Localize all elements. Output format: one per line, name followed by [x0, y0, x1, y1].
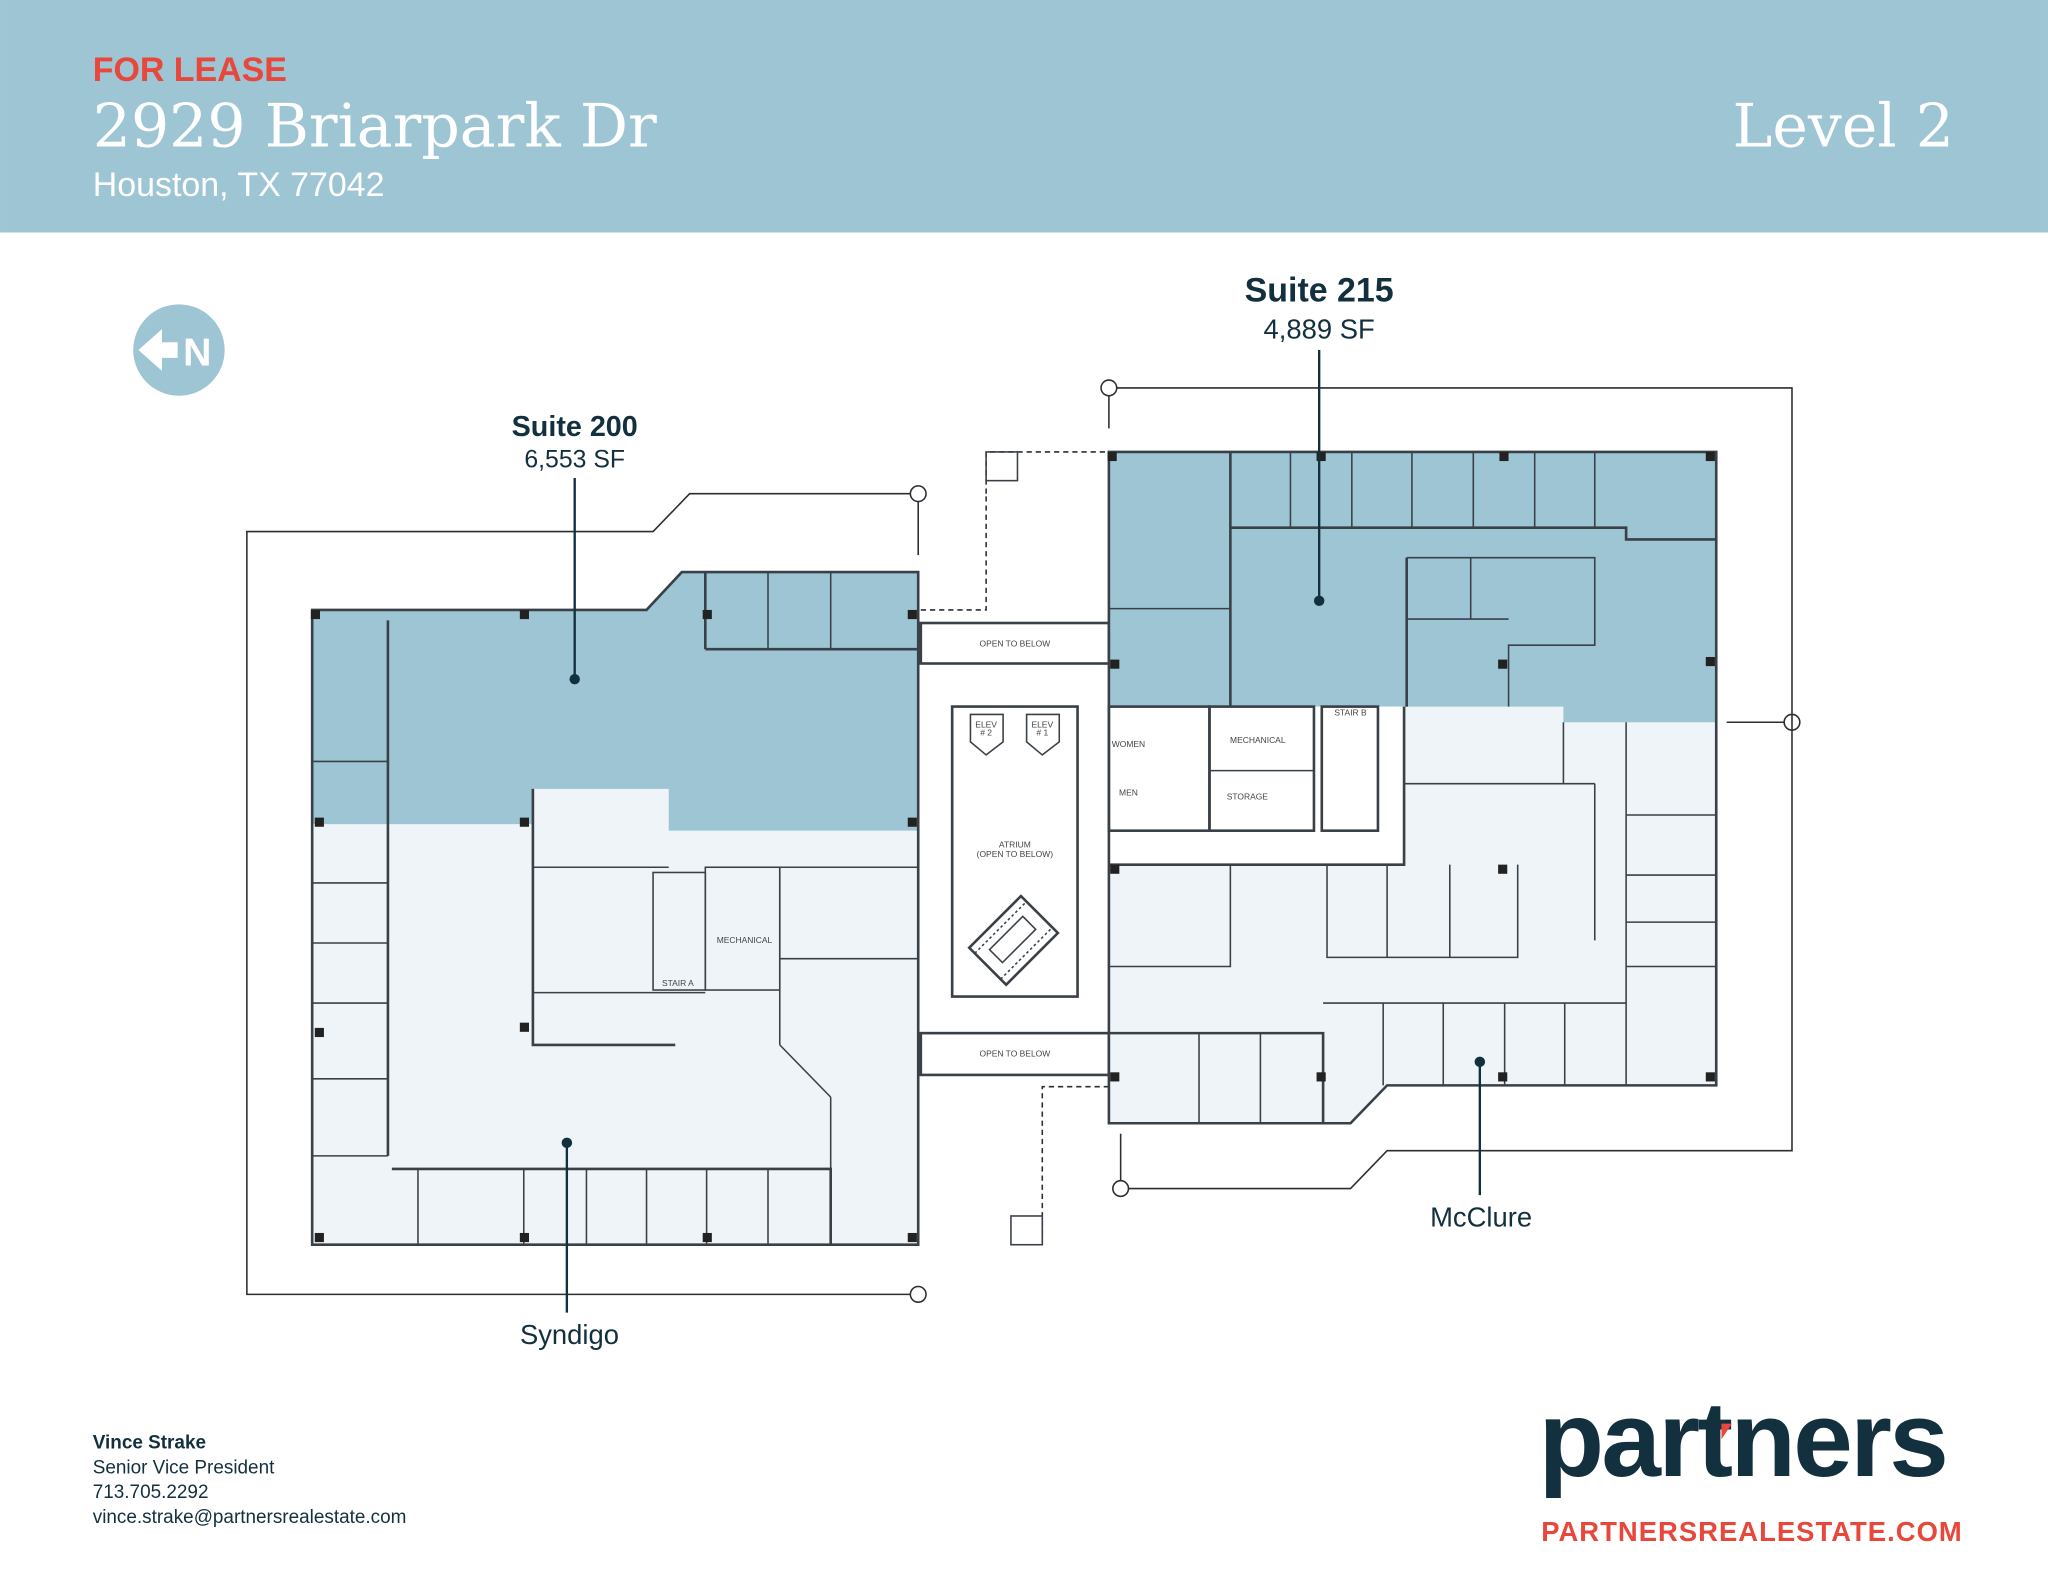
- website-link[interactable]: PARTNERSREALESTATE.COM: [1541, 1516, 1962, 1547]
- suite-215-name: Suite 215: [1245, 272, 1394, 310]
- contact-block: Vince Strake Senior Vice President 713.7…: [93, 1432, 407, 1527]
- storage-label: STORAGE: [1227, 791, 1269, 801]
- mcclure-callout: McClure: [1430, 1056, 1532, 1232]
- syndigo-callout: Syndigo: [520, 1137, 619, 1350]
- mechanical-label-right: MECHANICAL: [1230, 735, 1286, 745]
- property-lines: [246, 379, 1801, 1303]
- suite-215-area-label: 4,889 SF: [1264, 313, 1375, 344]
- contact-phone: 713.705.2292: [93, 1482, 209, 1503]
- property-city: Houston, TX 77042: [93, 166, 385, 204]
- suite-200-name: Suite 200: [512, 411, 638, 443]
- svg-text:N: N: [183, 332, 211, 375]
- open-to-below-label-north: OPEN TO BELOW: [979, 639, 1050, 649]
- mcclure-label: McClure: [1430, 1201, 1532, 1232]
- property-address: 2929 Briarpark Dr: [93, 91, 657, 161]
- svg-text:(OPEN TO BELOW): (OPEN TO BELOW): [977, 849, 1054, 859]
- partners-logo: partners PARTNERSREALESTATE.COM: [1539, 1379, 1962, 1547]
- suite-215-callout[interactable]: Suite 215 4,889 SF: [1245, 272, 1394, 607]
- stair-icon: [967, 894, 1060, 987]
- for-lease-label: FOR LEASE: [93, 51, 287, 89]
- atrium-core: OPEN TO BELOW OPEN TO BELOW ELEV # 2 ELE…: [919, 621, 1111, 1077]
- svg-text:# 2: # 2: [980, 727, 992, 737]
- stair-b-label: STAIR B: [1334, 708, 1367, 718]
- mechanical-label-left: MECHANICAL: [717, 935, 773, 945]
- svg-text:# 1: # 1: [1036, 727, 1048, 737]
- contact-email[interactable]: vince.strake@partnersrealestate.com: [93, 1507, 407, 1528]
- north-arrow-icon: N: [133, 304, 225, 396]
- logo-wordmark: partners: [1539, 1379, 1947, 1499]
- level-label: Level 2: [1732, 91, 1953, 161]
- contact-title: Senior Vice President: [93, 1457, 275, 1478]
- suite-200-area[interactable]: [312, 572, 919, 831]
- header-band: [0, 0, 2048, 233]
- womens-restroom-label: WOMEN: [1112, 739, 1145, 749]
- svg-text:ELEV: ELEV: [1031, 720, 1053, 730]
- contact-name: Vince Strake: [93, 1432, 206, 1453]
- syndigo-label: Syndigo: [520, 1319, 619, 1350]
- left-building: STAIR A MECHANICAL: [310, 570, 920, 1247]
- suite-200-area-label: 6,553 SF: [524, 447, 625, 474]
- mens-restroom-label: MEN: [1119, 787, 1138, 797]
- open-to-below-label-south: OPEN TO BELOW: [979, 1049, 1050, 1059]
- right-building: WOMEN MEN MECHANICAL STORAGE STAIR B: [1107, 450, 1718, 1125]
- svg-text:ELEV: ELEV: [975, 720, 997, 730]
- stair-a-label: STAIR A: [662, 978, 694, 988]
- atrium-label: ATRIUM: [999, 840, 1031, 850]
- suite-215-area[interactable]: [1108, 451, 1717, 723]
- suite-200-callout[interactable]: Suite 200 6,553 SF: [512, 411, 638, 685]
